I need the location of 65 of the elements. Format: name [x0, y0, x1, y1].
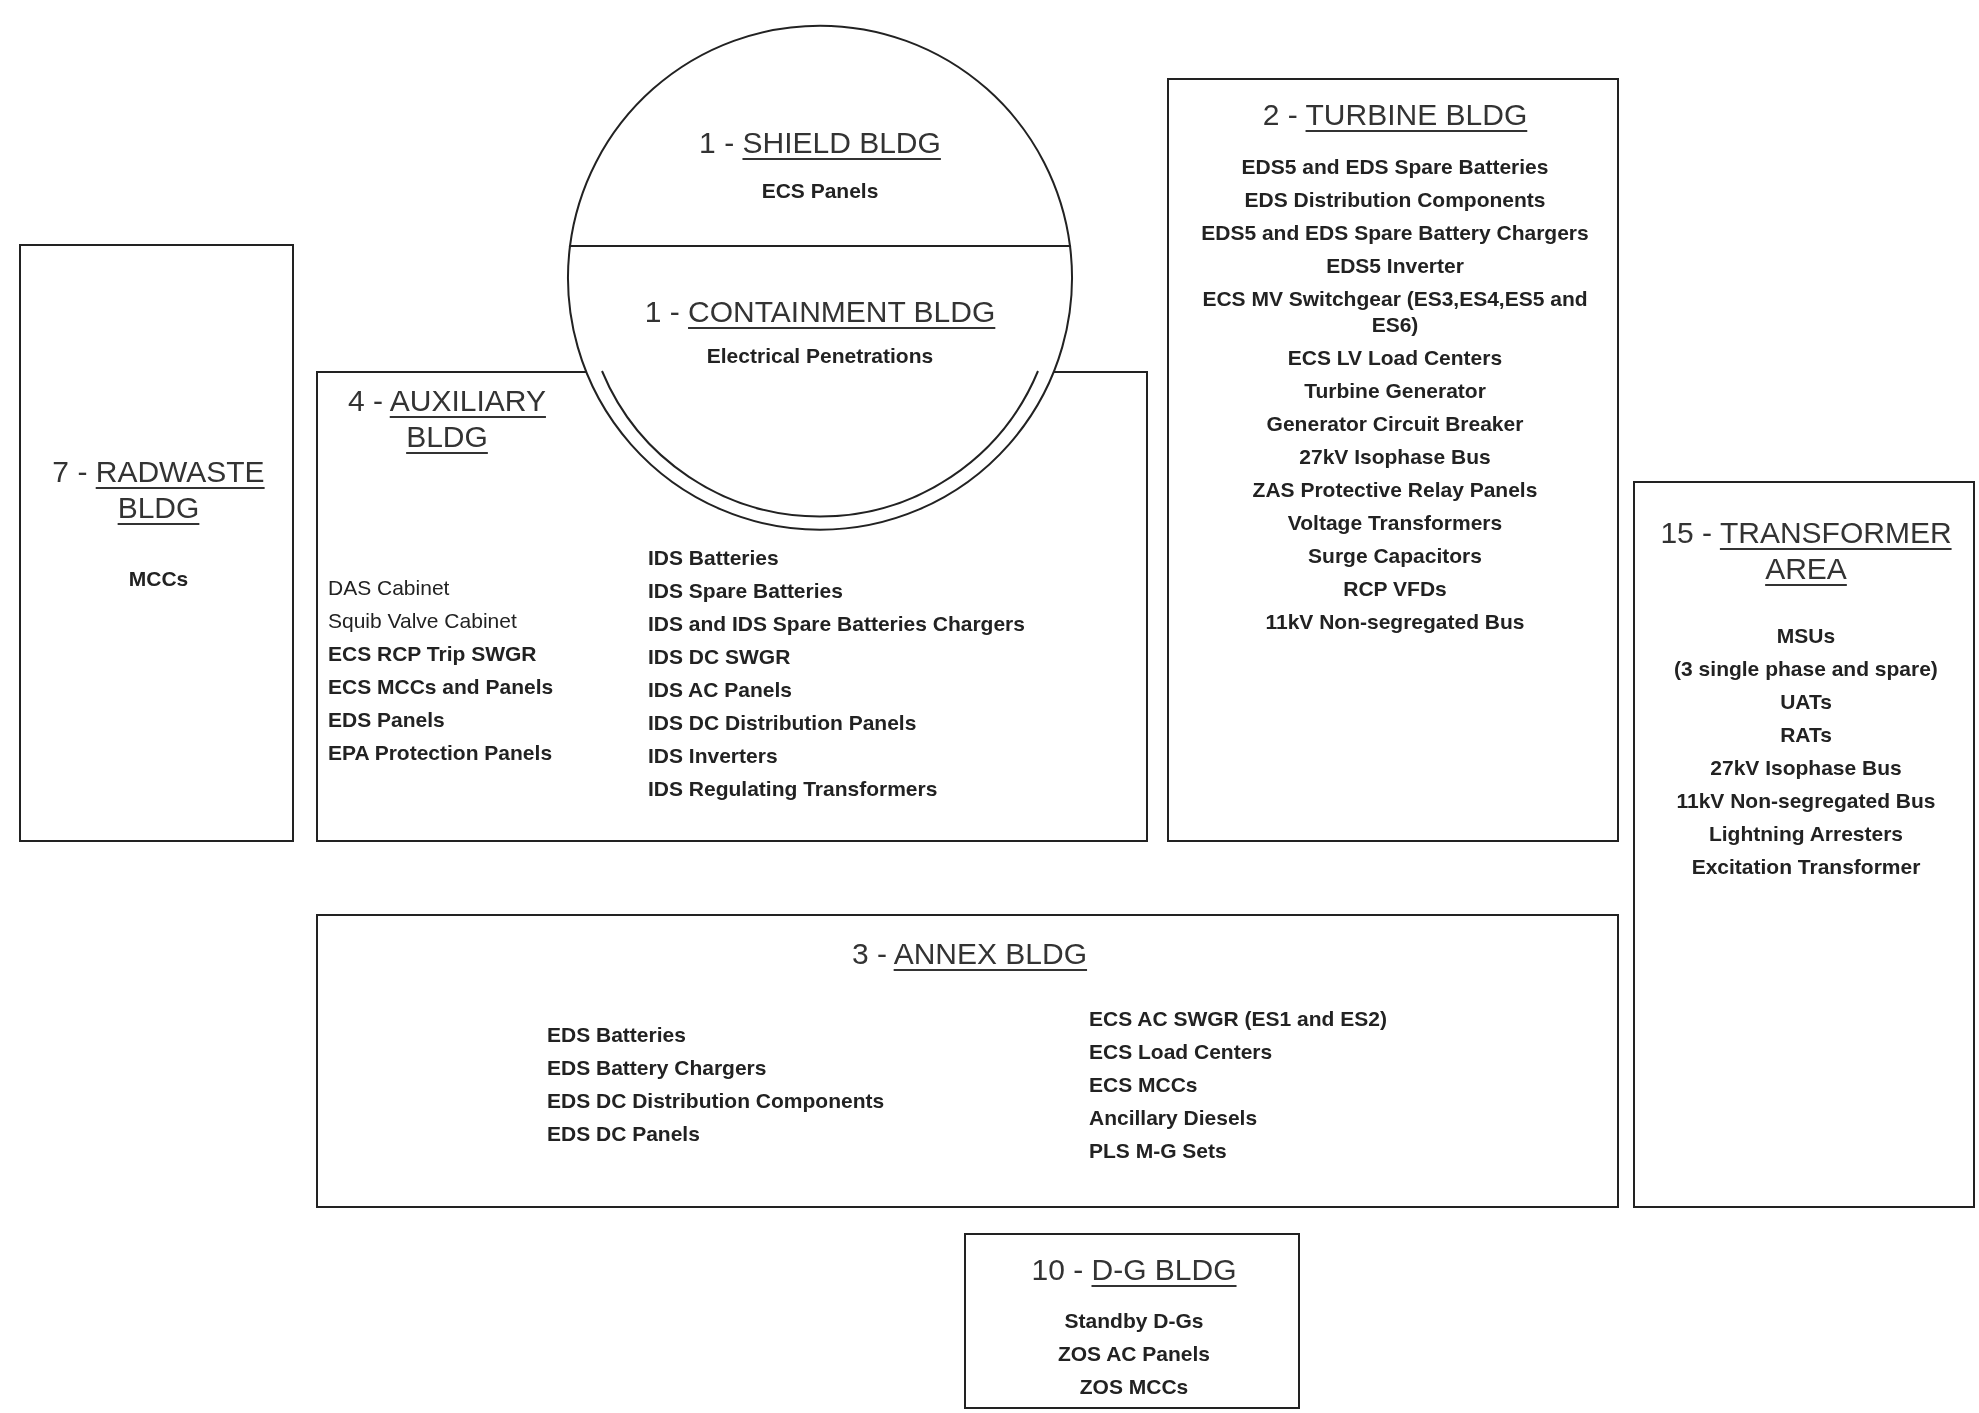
equipment-label: Electrical Penetrations [705, 343, 935, 369]
equipment-label: 11kV Non-segregated Bus [1264, 609, 1526, 635]
equipment-label: 27kV Isophase Bus [1298, 444, 1492, 470]
building-box [1167, 78, 1619, 842]
equipment-label: DAS Cabinet [328, 575, 451, 601]
equipment-label: IDS Inverters [648, 743, 779, 769]
building-title: 10 - D-G BLDG [1030, 1252, 1238, 1288]
building-box [964, 1233, 1300, 1409]
building-box [1633, 481, 1975, 1208]
equipment-label: MCCs [127, 566, 190, 592]
equipment-label: ZOS AC Panels [1056, 1341, 1212, 1367]
equipment-label: EDS Batteries [547, 1022, 687, 1048]
equipment-label: IDS and IDS Spare Batteries Chargers [648, 611, 1026, 637]
building-box [316, 914, 1619, 1208]
equipment-label: EPA Protection Panels [328, 740, 554, 766]
equipment-label: ZOS MCCs [1078, 1374, 1190, 1400]
equipment-label: MSUs [1775, 623, 1837, 649]
equipment-label: EDS Distribution Components [1243, 187, 1547, 213]
building-box [19, 244, 294, 842]
building-title: 7 - RADWASTE BLDG [51, 454, 266, 526]
equipment-label: EDS5 and EDS Spare Batteries [1240, 154, 1550, 180]
equipment-label: UATs [1779, 689, 1833, 715]
building-title: 1 - CONTAINMENT BLDG [643, 294, 997, 330]
equipment-label: EDS Battery Chargers [547, 1055, 768, 1081]
equipment-label: ECS RCP Trip SWGR [328, 641, 538, 667]
equipment-label: Turbine Generator [1303, 378, 1487, 404]
building-area [568, 246, 1072, 532]
equipment-label: Surge Capacitors [1307, 543, 1483, 569]
equipment-label: Standby D-Gs [1063, 1308, 1205, 1334]
equipment-label: EDS DC Panels [547, 1121, 701, 1147]
equipment-label: 27kV Isophase Bus [1709, 755, 1903, 781]
equipment-label: IDS AC Panels [648, 677, 793, 703]
building-title: 4 - AUXILIARY BLDG [347, 383, 547, 455]
equipment-label: EDS5 and EDS Spare Battery Chargers [1200, 220, 1590, 246]
equipment-label: IDS Batteries [648, 545, 780, 571]
building-title: 1 - SHIELD BLDG [698, 125, 942, 161]
equipment-label: Generator Circuit Breaker [1265, 411, 1525, 437]
building-title: 15 - TRANSFORMER AREA [1659, 515, 1953, 587]
equipment-label: ECS LV Load Centers [1286, 345, 1504, 371]
building-title: 2 - TURBINE BLDG [1261, 97, 1529, 133]
equipment-label: Voltage Transformers [1286, 510, 1504, 536]
equipment-label: PLS M-G Sets [1089, 1138, 1228, 1164]
equipment-label: ECS Panels [760, 178, 880, 204]
equipment-label: Squib Valve Cabinet [328, 608, 518, 634]
equipment-label: RCP VFDs [1342, 576, 1448, 602]
equipment-label: RATs [1779, 722, 1833, 748]
equipment-label: Ancillary Diesels [1089, 1105, 1259, 1131]
equipment-label: ECS MCCs [1089, 1072, 1199, 1098]
equipment-label: ZAS Protective Relay Panels [1251, 477, 1539, 503]
equipment-label: Excitation Transformer [1690, 854, 1922, 880]
equipment-label: EDS5 Inverter [1325, 253, 1465, 279]
equipment-label: IDS Spare Batteries [648, 578, 844, 604]
equipment-label: ECS MCCs and Panels [328, 674, 555, 700]
equipment-label: IDS DC SWGR [648, 644, 792, 670]
equipment-label: ECS MV Switchgear (ES3,ES4,ES5 and ES6) [1201, 286, 1589, 338]
equipment-label: IDS DC Distribution Panels [648, 710, 918, 736]
equipment-label: IDS Regulating Transformers [648, 776, 939, 802]
equipment-label: ECS Load Centers [1089, 1039, 1274, 1065]
equipment-label: EDS DC Distribution Components [547, 1088, 886, 1114]
building-title: 3 - ANNEX BLDG [850, 936, 1089, 972]
equipment-label: (3 single phase and spare) [1673, 656, 1939, 682]
equipment-label: Lightning Arresters [1707, 821, 1905, 847]
equipment-label: ECS AC SWGR (ES1 and ES2) [1089, 1006, 1388, 1032]
equipment-label: EDS Panels [328, 707, 446, 733]
equipment-label: 11kV Non-segregated Bus [1675, 788, 1937, 814]
